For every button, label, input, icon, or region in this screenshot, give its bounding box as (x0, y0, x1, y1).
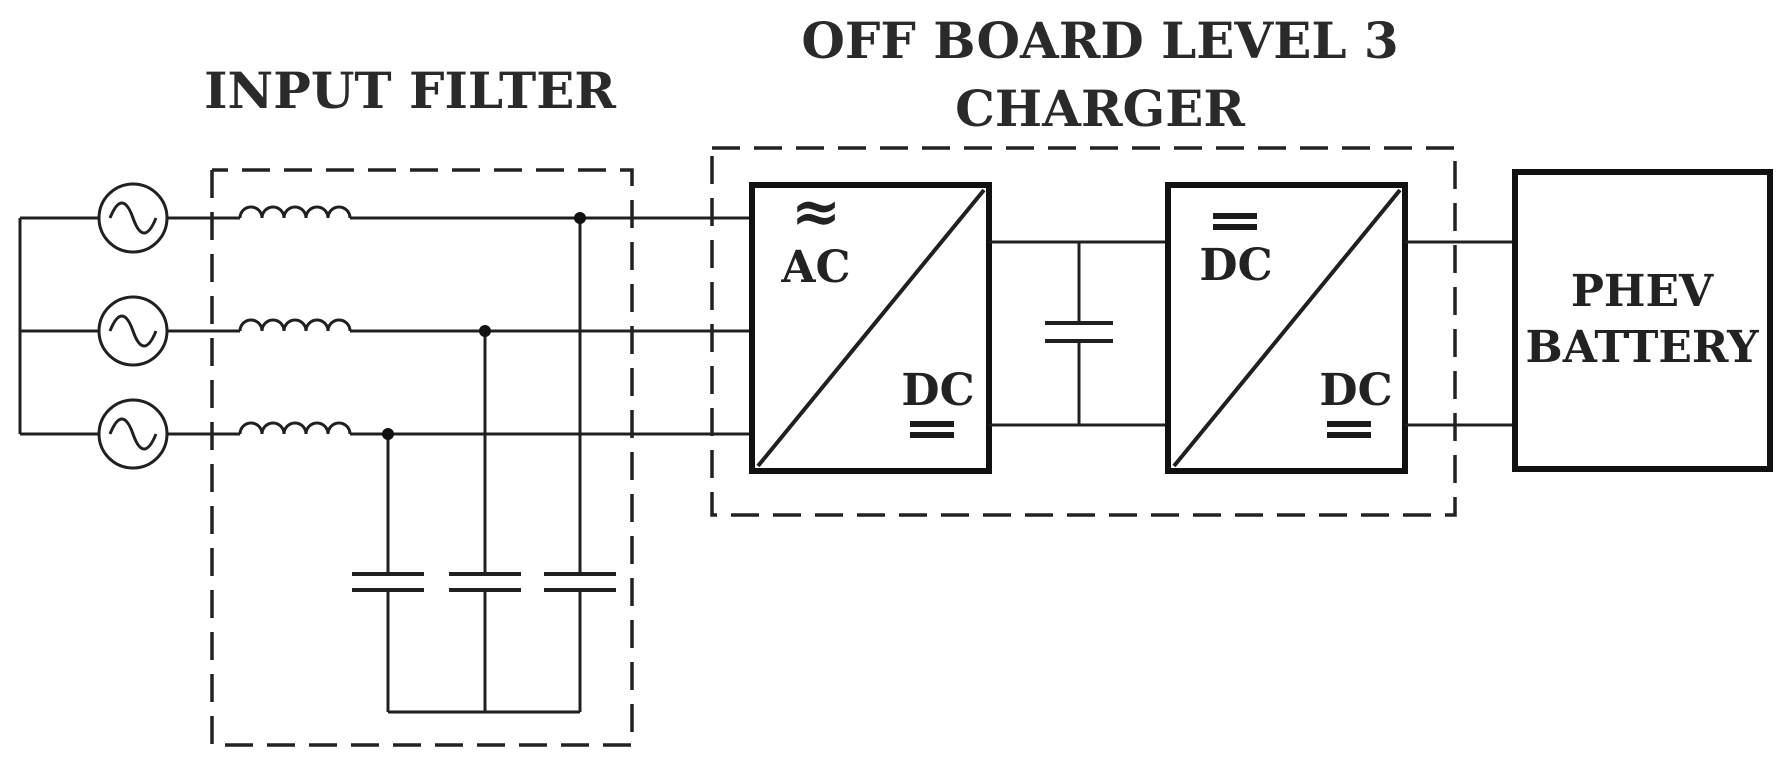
junction-dot (574, 212, 586, 224)
ac-dc-input-label: AC (780, 242, 850, 293)
dc-symbol-icon (1327, 421, 1371, 438)
dc-symbol-icon (1213, 213, 1257, 230)
ac-source-icon (97, 295, 169, 367)
input-filter-title: INPUT FILTER (204, 61, 616, 120)
dc-link (989, 240, 1168, 427)
ac-source-icon (97, 398, 169, 470)
filter-capacitors (352, 212, 616, 714)
ac-dc-output-label: DC (901, 365, 974, 416)
charger-title-line1: OFF BOARD LEVEL 3 (801, 11, 1398, 70)
capacitor-icon (544, 572, 616, 592)
ac-source-icon (97, 182, 169, 254)
dc-dc-converter (1165, 182, 1408, 474)
junction-dot (479, 325, 491, 337)
three-phase-source (18, 182, 240, 470)
input-filter-boundary (210, 168, 634, 747)
inductor-icon (238, 318, 352, 332)
charger-title-line2: CHARGER (955, 79, 1245, 138)
battery-label-line1: PHEV (1571, 266, 1714, 317)
ac-symbol-icon: ≈ (791, 177, 841, 247)
ac-dc-converter (749, 182, 992, 474)
phev-battery-block (1512, 169, 1773, 472)
dc-symbol-icon (910, 421, 954, 438)
battery-label-line2: BATTERY (1526, 322, 1760, 373)
charger-boundary (710, 146, 1457, 517)
dc-dc-output-label: DC (1319, 365, 1392, 416)
capacitor-icon (352, 572, 424, 592)
inductor-icon (238, 205, 352, 219)
inductor-icon (238, 421, 352, 435)
capacitor-icon (449, 572, 521, 592)
dc-dc-input-label: DC (1199, 240, 1272, 291)
junction-dot (382, 428, 394, 440)
dc-link-capacitor-icon (1045, 321, 1113, 343)
